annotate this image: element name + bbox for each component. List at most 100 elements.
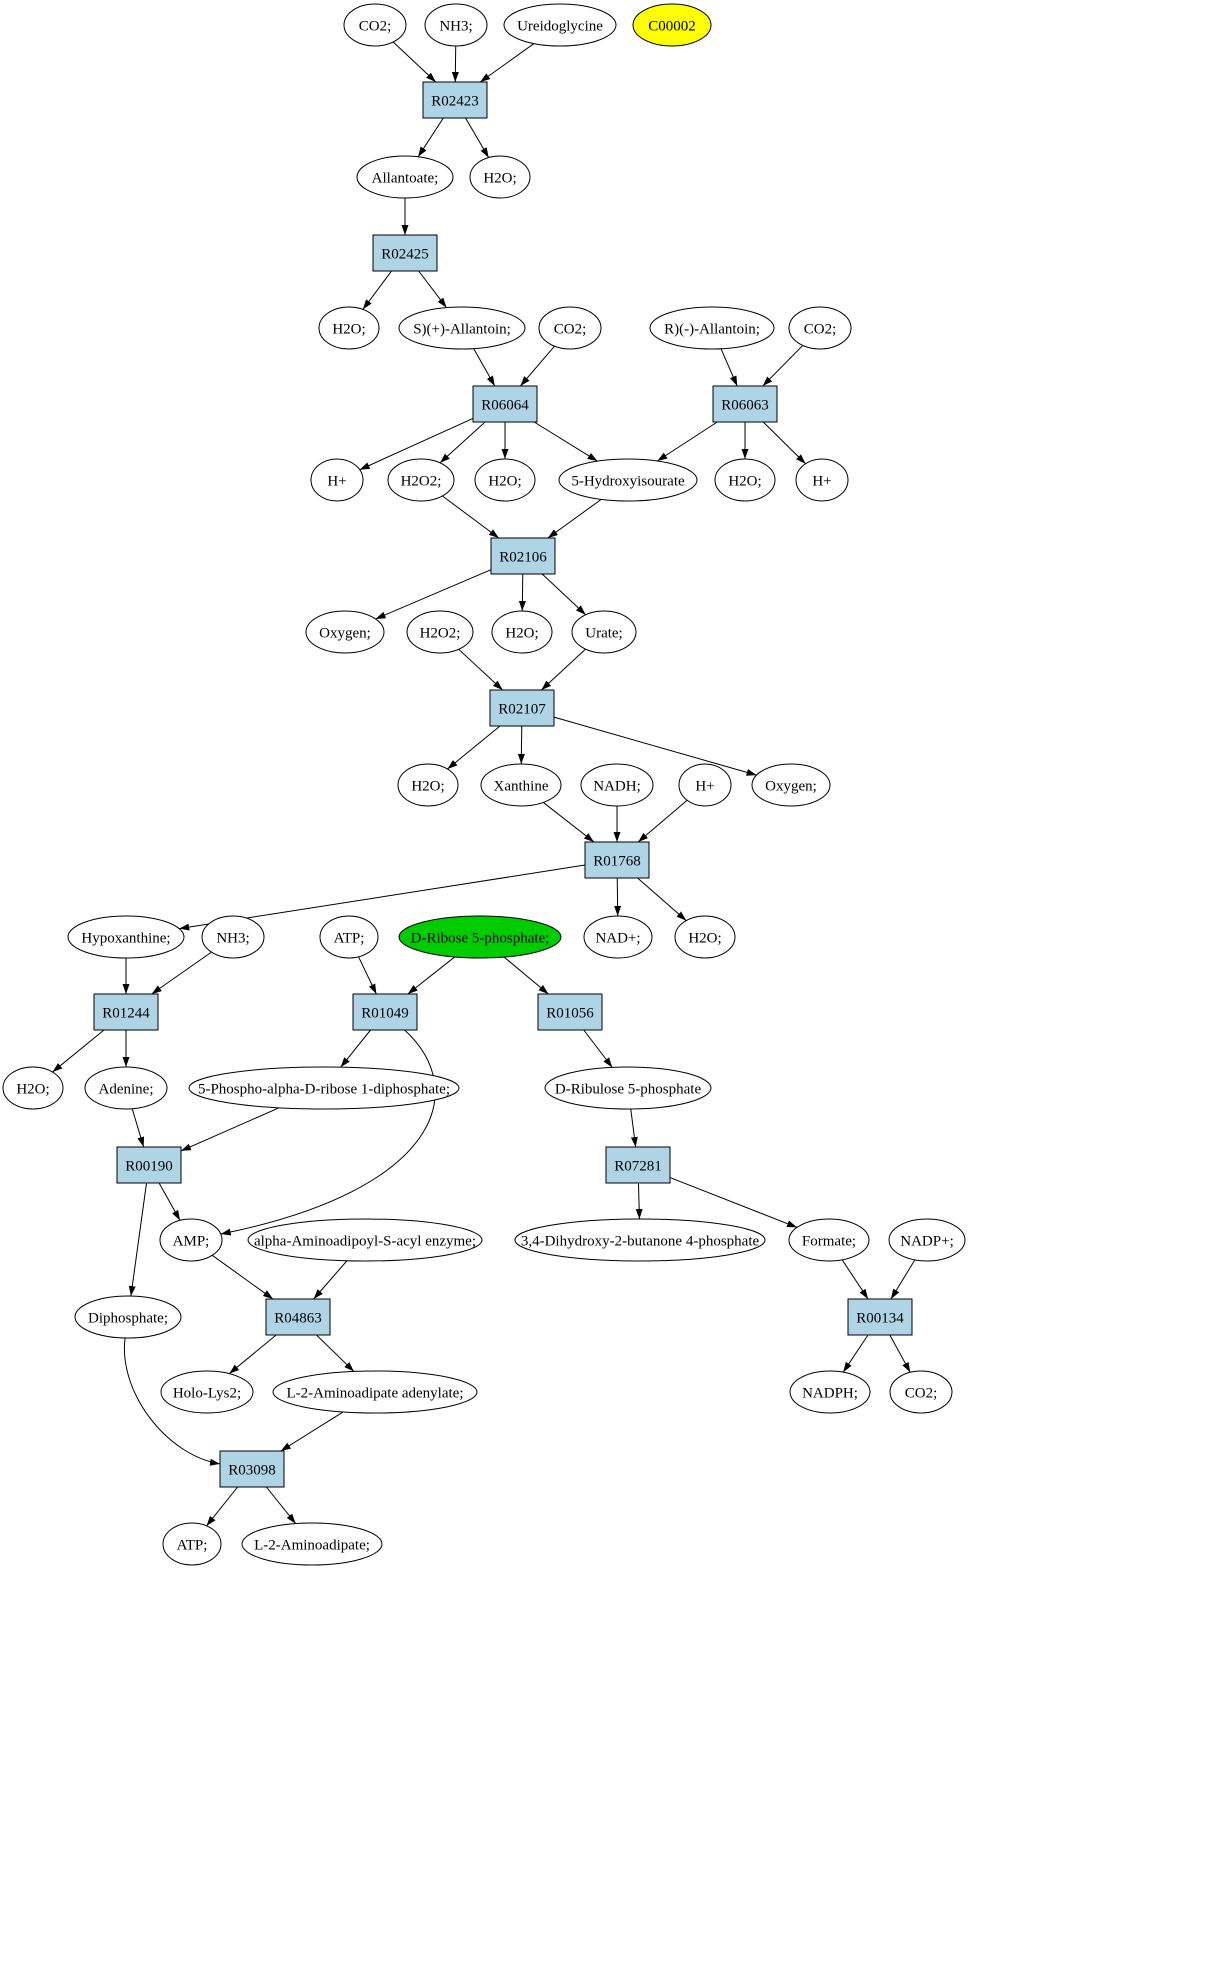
compound-node-co2_a[interactable]: CO2; [344,4,406,46]
compound-node-l2aa[interactable]: L-2-Aminoadipate; [242,1523,382,1565]
compound-node-hypoxanthine[interactable]: Hypoxanthine; [68,916,184,958]
node-label: Holo-Lys2; [173,1385,241,1401]
compound-node-allantoate[interactable]: Allantoate; [357,156,453,198]
compound-node-co2_d[interactable]: CO2; [890,1371,952,1413]
compound-node-ureidoglycine[interactable]: Ureidoglycine [504,4,616,46]
reaction-node-R02107[interactable]: R02107 [490,690,554,726]
compound-node-oxygen_b[interactable]: Oxygen; [752,764,830,806]
compound-node-nh3_b[interactable]: NH3; [202,916,264,958]
compound-node-c00002[interactable]: C00002 [633,4,711,46]
reaction-node-R04863[interactable]: R04863 [266,1299,330,1335]
compound-node-nadpplus[interactable]: NADP+; [889,1219,965,1261]
edge-h2o2_b-to-R02107 [459,649,503,690]
node-label: D-Ribulose 5-phosphate [555,1081,702,1097]
node-label: Allantoate; [372,170,439,186]
node-label: Oxygen; [765,778,817,794]
node-label: R04863 [274,1310,322,1326]
compound-node-hplus_a[interactable]: H+ [311,459,363,501]
node-label: CO2; [804,321,837,337]
compound-node-co2_b[interactable]: CO2; [539,307,601,349]
compound-node-prpp[interactable]: 5-Phospho-alpha-D-ribose 1-diphosphate; [189,1067,459,1109]
compound-node-h2o_b[interactable]: H2O; [319,307,379,349]
compound-node-dhbp[interactable]: 3,4-Dihydroxy-2-butanone 4-phosphate [515,1219,765,1261]
compound-node-formate[interactable]: Formate; [789,1219,869,1261]
compound-node-h2o_f[interactable]: H2O; [398,764,458,806]
reaction-node-R03098[interactable]: R03098 [220,1451,284,1487]
edge-h2o2_a-to-R02106 [442,496,498,538]
edge-adenylate-to-R03098 [281,1412,343,1451]
compound-node-urate[interactable]: Urate; [572,611,636,653]
compound-node-nadplus[interactable]: NAD+; [584,916,652,958]
compound-node-xanthine[interactable]: Xanthine [481,764,561,806]
edge-r_allantoin-to-R06063 [721,349,737,386]
edge-atp_a-to-R01049 [359,957,377,994]
node-label: R02425 [381,246,429,262]
reaction-node-R06064[interactable]: R06064 [473,386,537,422]
edge-R06063-to-hydroxyisourate [657,422,717,461]
compound-node-nh3_a[interactable]: NH3; [425,4,487,46]
compound-node-atp_a[interactable]: ATP; [320,916,378,958]
reaction-node-R00190[interactable]: R00190 [117,1147,181,1183]
node-label: NADH; [593,778,641,794]
compound-node-aminoadipoyl[interactable]: alpha-Aminoadipoyl-S-acyl enzyme; [248,1219,482,1261]
compound-node-atp_b[interactable]: ATP; [163,1523,221,1565]
compound-node-ribulose5p[interactable]: D-Ribulose 5-phosphate [545,1067,711,1109]
edge-formate-to-R00134 [842,1260,868,1299]
reaction-node-R02423[interactable]: R02423 [423,82,487,118]
compound-node-nadph[interactable]: NADPH; [790,1371,870,1413]
compound-node-adenine[interactable]: Adenine; [85,1067,167,1109]
node-label: C00002 [648,18,696,34]
edge-R02425-to-s_allantoin [419,271,447,308]
compound-node-r_allantoin[interactable]: R)(-)-Allantoin; [650,307,774,349]
node-label: AMP; [173,1233,210,1249]
edge-R02107-to-oxygen_b [554,717,757,775]
node-label: D-Ribose 5-phosphate; [411,930,550,946]
compound-node-h2o_e[interactable]: H2O; [492,611,552,653]
node-label: R01049 [361,1005,409,1021]
compound-node-h2o_d[interactable]: H2O; [715,459,775,501]
compound-node-hplus_c[interactable]: H+ [679,764,731,806]
compound-node-h2o2_a[interactable]: H2O2; [388,459,454,501]
compound-node-h2o2_b[interactable]: H2O2; [407,611,473,653]
reaction-node-R06063[interactable]: R06063 [713,386,777,422]
edge-co2_b-to-R06064 [520,346,554,386]
edge-R01244-to-h2o_h [53,1030,104,1072]
compound-node-h2o_a[interactable]: H2O; [470,156,530,198]
edge-R01056-to-ribulose5p [584,1030,613,1067]
edge-R07281-to-formate [670,1178,797,1228]
edge-adenine-to-R00190 [132,1109,143,1147]
node-label: H2O; [16,1081,49,1097]
compound-node-nadh[interactable]: NADH; [581,764,653,806]
edge-R01049-to-amp [221,1030,435,1234]
compound-node-diphosphate[interactable]: Diphosphate; [75,1296,181,1338]
reaction-node-R02425[interactable]: R02425 [373,235,437,271]
edge-R02423-to-allantoate [418,118,443,157]
node-label: H2O; [728,473,761,489]
node-label: ATP; [177,1537,208,1553]
node-label: NH3; [216,930,249,946]
reaction-node-R01768[interactable]: R01768 [585,842,649,878]
compound-node-s_allantoin[interactable]: S)(+)-Allantoin; [399,307,525,349]
node-label: CO2; [905,1385,938,1401]
compound-node-adenylate[interactable]: L-2-Aminoadipate adenylate; [273,1371,477,1413]
reaction-node-R07281[interactable]: R07281 [606,1147,670,1183]
compound-node-h2o_c[interactable]: H2O; [475,459,535,501]
compound-node-co2_c[interactable]: CO2; [789,307,851,349]
node-label: H2O; [411,778,444,794]
compound-node-oxygen_a[interactable]: Oxygen; [306,611,384,653]
compound-node-h2o_h[interactable]: H2O; [3,1067,63,1109]
node-label: H2O2; [401,473,442,489]
edge-R07281-to-dhbp [638,1183,639,1219]
compound-node-amp[interactable]: AMP; [160,1219,222,1261]
compound-node-h2o_g[interactable]: H2O; [675,916,735,958]
compound-node-hplus_b[interactable]: H+ [796,459,848,501]
reaction-node-R02106[interactable]: R02106 [491,538,555,574]
compound-node-hololys2[interactable]: Holo-Lys2; [161,1371,253,1413]
reaction-node-R01056[interactable]: R01056 [538,994,602,1030]
node-label: H2O; [505,625,538,641]
reaction-node-R01244[interactable]: R01244 [94,994,158,1030]
compound-node-ribose5p[interactable]: D-Ribose 5-phosphate; [399,916,561,958]
compound-node-hydroxyisourate[interactable]: 5-Hydroxyisourate [559,459,697,501]
reaction-node-R00134[interactable]: R00134 [848,1299,912,1335]
reaction-node-R01049[interactable]: R01049 [353,994,417,1030]
